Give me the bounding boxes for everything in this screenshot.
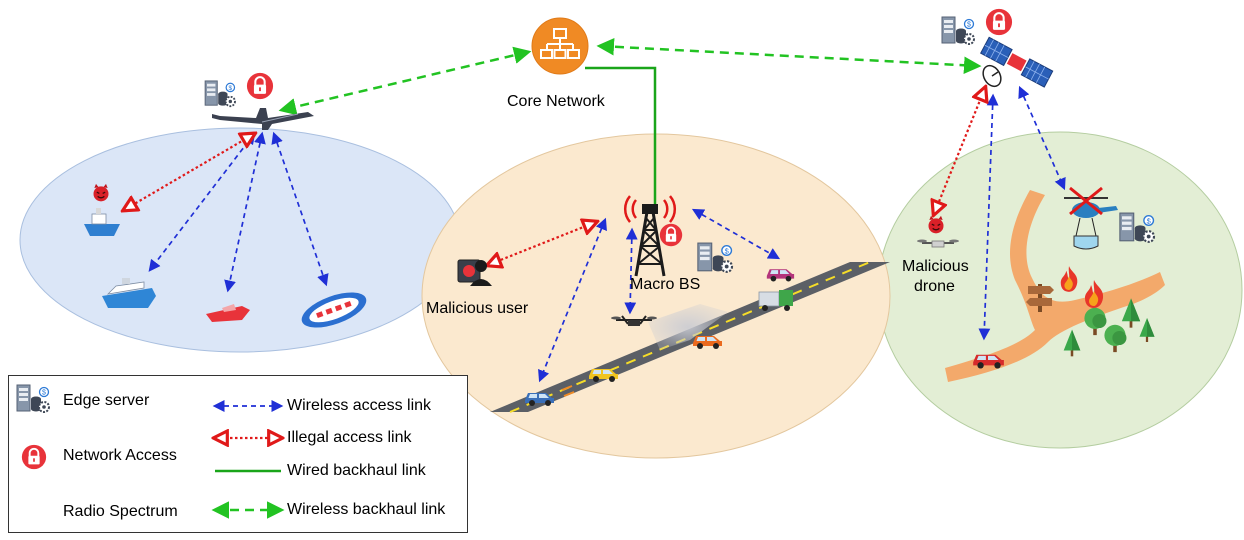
malicious-user-icon: [457, 259, 492, 286]
beam-cone: [648, 304, 728, 350]
core-network-label: Core Network: [507, 93, 605, 110]
edge-server-icon: [940, 16, 976, 46]
ship-icon: [84, 208, 120, 236]
satellite-dish-icon: [982, 64, 1002, 88]
signpost-icon: [1026, 284, 1054, 312]
legend-symbols: [15, 384, 469, 523]
malicious-drone-icon: [917, 239, 959, 248]
legend: Edge server Network Access Radio Spectru…: [8, 375, 468, 533]
illegal-access-link: [124, 134, 254, 210]
lock-icon: [246, 72, 274, 100]
legend-wired-backhaul-label: Wired backhaul link: [287, 462, 426, 479]
cruise-ship-icon: [301, 292, 367, 328]
core-network-icon: [531, 17, 589, 75]
helicopter-icon: [1064, 186, 1118, 250]
lock-icon: [659, 223, 683, 247]
wireless-access-link: [691, 208, 781, 260]
legend-edge-server-label: Edge server: [63, 392, 150, 409]
illegal-access-link: [488, 222, 596, 265]
cruise-ship-icon: [102, 278, 156, 308]
lock-icon: [985, 8, 1013, 36]
uav-icon: [212, 108, 314, 130]
radio-spectrum-icon: [15, 499, 55, 523]
wireless-backhaul-link-satellite: [596, 38, 982, 74]
edge-server-icon: [16, 384, 50, 413]
legend-wireless-backhaul-label: Wireless backhaul link: [287, 501, 446, 518]
wireless-access-link: [624, 227, 638, 315]
malicious-drone-label-line1: Malicious: [902, 258, 969, 275]
legend-radio-spectrum-label: Radio Spectrum: [63, 503, 178, 520]
road-lane-marking: [509, 261, 871, 413]
macro-bs-tower-icon: [623, 195, 677, 277]
legend-illegal-access-label: Illegal access link: [287, 429, 412, 446]
satellite-icon: [980, 36, 1054, 88]
drone-icon: [611, 315, 657, 326]
malicious-drone-label-line2: drone: [914, 278, 955, 295]
legend-wireless-access-label: Wireless access link: [287, 397, 432, 414]
truck-icon: [758, 290, 793, 311]
devil-icon: [92, 183, 110, 202]
dirt-road: [945, 190, 1165, 382]
speed-marks: [561, 385, 575, 397]
wireless-access-link: [1018, 85, 1066, 191]
legend-network-access-label: Network Access: [63, 447, 177, 464]
wireless-backhaul-link-uav: [278, 46, 532, 116]
macro-bs-label: Macro BS: [630, 276, 701, 293]
edge-server-icon: [204, 80, 236, 108]
boat-icon: [206, 304, 250, 322]
malicious-user-label: Malicious user: [426, 300, 529, 317]
devil-icon: [927, 215, 945, 234]
lock-icon: [21, 444, 47, 470]
